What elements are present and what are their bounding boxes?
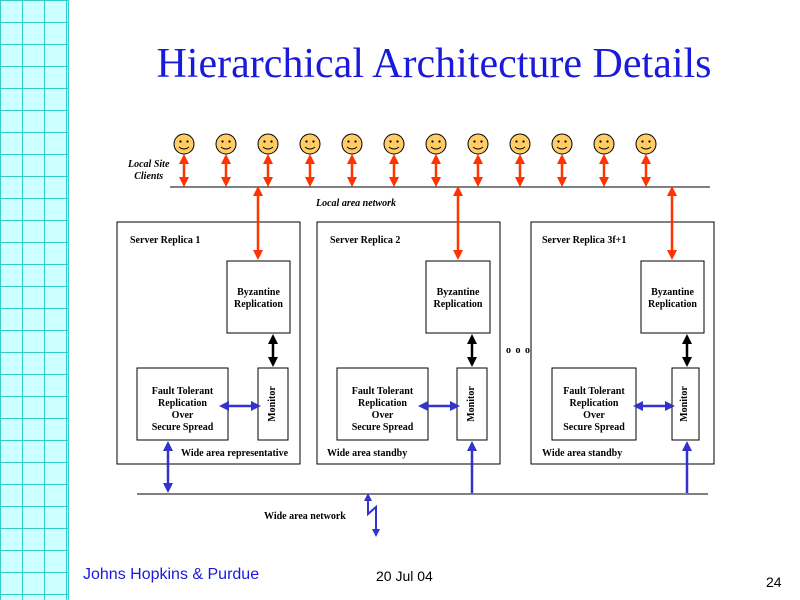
wide-area-network-label: Wide area network xyxy=(264,511,346,522)
byzantine-replication-box xyxy=(640,260,705,334)
ellipsis-label: o o o xyxy=(506,345,531,356)
monitor-label: Monitor xyxy=(267,386,278,422)
server-replica-box xyxy=(316,221,501,465)
client-smiley-icon xyxy=(635,133,657,155)
server-replica-box xyxy=(116,221,301,465)
byzantine-replication-box xyxy=(425,260,491,334)
server-replica-2-label: Server Replica 2 xyxy=(330,235,401,246)
page-number: 24 xyxy=(766,574,782,590)
server-replica-box xyxy=(530,221,715,465)
monitor-box xyxy=(671,367,700,441)
fault-tolerant-box xyxy=(136,367,229,441)
footer-date: 20 Jul 04 xyxy=(376,568,433,584)
server-replica-3-label: Server Replica 3f+1 xyxy=(542,235,627,246)
local-area-network-label: Local area network xyxy=(316,198,396,209)
wide-area-standby-label: Wide area standby xyxy=(542,448,623,459)
client-smiley-icon xyxy=(425,133,447,155)
client-smiley-icon xyxy=(215,133,237,155)
client-smiley-icon xyxy=(257,133,279,155)
client-smiley-icon xyxy=(173,133,195,155)
server-replica-1-label: Server Replica 1 xyxy=(130,235,201,246)
local-site-clients-label: Local Site Clients xyxy=(128,159,170,182)
client-smiley-icon xyxy=(593,133,615,155)
fault-tolerant-label: Fault Tolerant Replication Over Secure S… xyxy=(351,386,414,433)
monitor-label: Monitor xyxy=(466,386,477,422)
byzantine-replication-label: Byzantine Replication xyxy=(234,287,283,310)
footer-institution: Johns Hopkins & Purdue xyxy=(83,566,260,583)
fault-tolerant-label: Fault Tolerant Replication Over Secure S… xyxy=(151,386,214,433)
fault-tolerant-label: Fault Tolerant Replication Over Secure S… xyxy=(563,386,625,433)
fault-tolerant-box xyxy=(551,367,637,441)
client-smiley-icon xyxy=(383,133,405,155)
byzantine-replication-box xyxy=(226,260,291,334)
client-smiley-icon xyxy=(467,133,489,155)
client-smiley-icon xyxy=(551,133,573,155)
byzantine-replication-label: Byzantine Replication xyxy=(433,287,483,310)
client-smiley-icon xyxy=(341,133,363,155)
fault-tolerant-box xyxy=(336,367,429,441)
local-clients-group xyxy=(173,133,657,187)
client-smiley-icon xyxy=(299,133,321,155)
wide-area-standby-label: Wide area standby xyxy=(327,448,408,459)
wide-area-representative-label: Wide area representative xyxy=(181,448,289,459)
wide-area-link-zigzag xyxy=(367,497,377,530)
decorative-grid-sidebar xyxy=(0,0,69,600)
byzantine-replication-label: Byzantine Replication xyxy=(648,287,697,310)
slide-title: Hierarchical Architecture Details xyxy=(156,41,712,87)
monitor-label: Monitor xyxy=(679,386,690,422)
client-smiley-icon xyxy=(509,133,531,155)
